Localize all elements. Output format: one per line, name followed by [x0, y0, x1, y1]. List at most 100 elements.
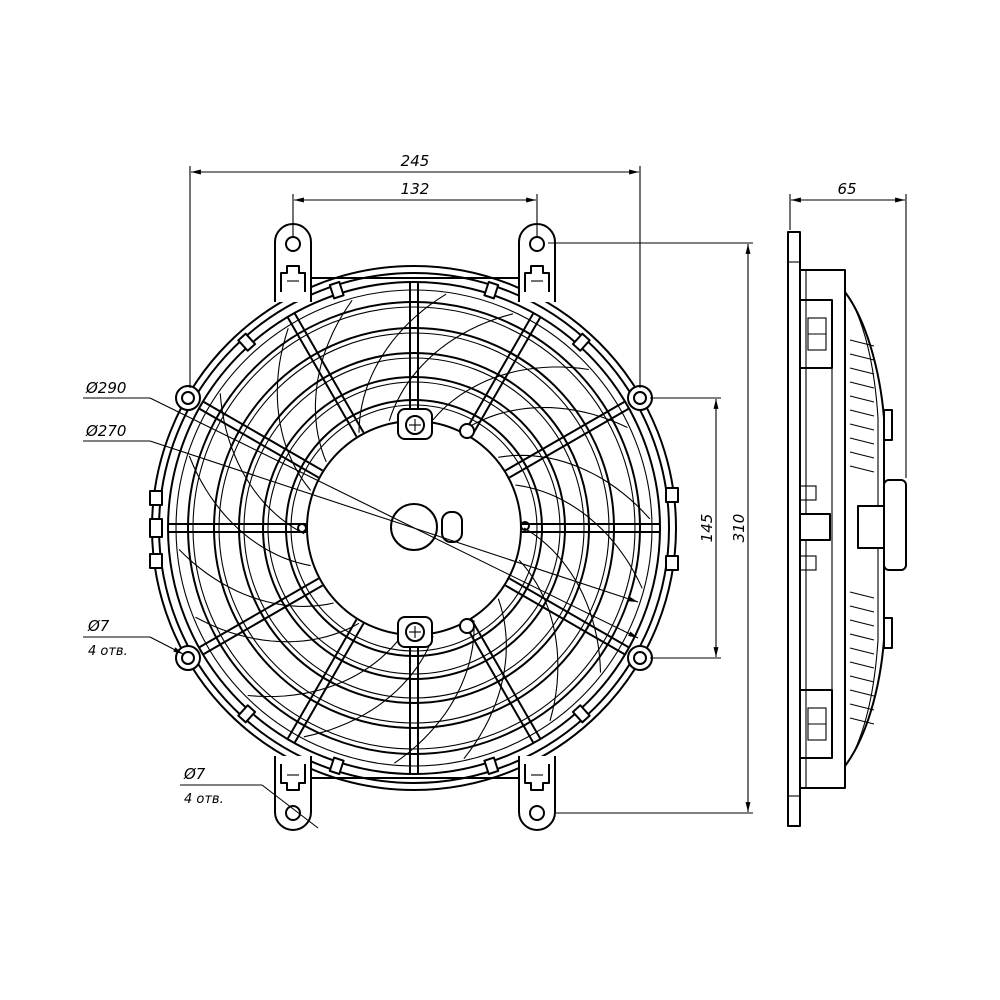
leader-line [149, 440, 639, 603]
hatch-line [849, 451, 875, 459]
motor-hub-profile [857, 505, 885, 549]
lug [175, 385, 201, 411]
dimension-side-hole-spacing: 145 [650, 397, 721, 659]
side-clip [665, 555, 679, 571]
mounting-plate [787, 231, 801, 827]
blade-edge [515, 484, 643, 589]
inner-diameter-label: Ø270 [85, 422, 126, 440]
rim-clip [237, 332, 257, 352]
leader-inner-diameter: Ø270 [83, 422, 639, 603]
lug [627, 645, 653, 671]
rim-clip [483, 280, 500, 300]
hatch-line [849, 437, 875, 445]
grille-spoke [198, 407, 320, 479]
lug [627, 385, 653, 411]
lug [175, 645, 201, 671]
grille-ring [213, 327, 615, 729]
grille-spoke [463, 312, 535, 434]
hatch-line [849, 689, 875, 697]
blade-edge [518, 559, 559, 721]
grille-spoke [470, 316, 542, 438]
front-view: 245 132 310 145 Ø290 [83, 152, 753, 831]
hatch-line [849, 395, 875, 403]
perimeter-clips [237, 280, 591, 776]
hub-boss [459, 618, 475, 634]
grille-spoke [202, 400, 324, 472]
side-bracket [799, 485, 817, 501]
hatch-line [849, 703, 875, 711]
grille-rings [187, 301, 641, 755]
blade-edge [247, 636, 402, 698]
motor-shaft-circle [390, 503, 438, 551]
rim-clip [237, 704, 257, 724]
hatch-line [849, 465, 875, 473]
grille-spoke [504, 584, 626, 656]
bottom-left-mounting-tab [274, 756, 312, 831]
side-clip [665, 487, 679, 503]
motor-bump [883, 409, 893, 441]
blade-edge [388, 313, 514, 421]
grille-spoke [504, 400, 626, 472]
grille-ring [285, 399, 543, 657]
lug-hole [633, 391, 647, 405]
blade-hatching [849, 339, 875, 725]
lug-hole [181, 651, 195, 665]
hatch-line [849, 647, 875, 655]
dimension-overall-width: 245 [189, 152, 641, 388]
rim-clip [571, 704, 591, 724]
leader-line [149, 397, 639, 639]
grille-ring [243, 357, 585, 699]
dimension-label: 65 [837, 180, 856, 198]
grille-spoke [463, 622, 535, 744]
blade-edge [498, 454, 651, 520]
blade-edge [523, 527, 602, 673]
blade-edge [195, 616, 360, 643]
side-bracket [799, 555, 817, 571]
rim-clip [571, 332, 591, 352]
blade-edge [463, 406, 628, 431]
tab-hole-count-label: 4 отв. [184, 792, 224, 807]
hatch-line [849, 423, 875, 431]
leader-tab-holes: Ø7 4 отв. [180, 765, 319, 829]
grille-spoke [293, 312, 365, 434]
shroud-rim [175, 289, 653, 767]
grille-spoke [286, 316, 358, 438]
grille-spoke [286, 618, 358, 740]
leader-side-holes: Ø7 4 отв. [83, 617, 184, 659]
grille-spoke [202, 584, 324, 656]
motor-housing [883, 479, 907, 571]
outer-diameter-label: Ø290 [85, 379, 126, 397]
leader-line [261, 784, 319, 829]
dimension-label: 132 [401, 180, 430, 198]
grille-spoke [508, 577, 630, 649]
top-right-mounting-tab [518, 223, 556, 302]
grille-spoke [293, 622, 365, 744]
blade-edge [314, 299, 353, 463]
top-screw-icon [405, 415, 425, 435]
bottom-right-mounting-tab [518, 756, 556, 831]
side-hole-count-label: 4 отв. [88, 644, 128, 659]
mounting-hole [285, 236, 301, 252]
dimension-tab-spacing: 132 [292, 180, 538, 236]
grille-spoke [508, 407, 630, 479]
side-clip-top [800, 299, 833, 369]
hatch-line [849, 381, 875, 389]
hatch-line [849, 409, 875, 417]
dimension-label: 310 [730, 514, 748, 543]
leader-line [149, 636, 184, 655]
center-stud [799, 513, 831, 541]
dimension-label: 245 [401, 152, 430, 170]
side-view: 65 [787, 180, 907, 827]
blade-edge [393, 620, 475, 764]
grille-spoke [198, 577, 320, 649]
hub-pin [520, 521, 530, 531]
blade-edge [178, 549, 334, 607]
lug-hole [633, 651, 647, 665]
grille-ring [192, 306, 636, 750]
dimension-height: 310 [548, 242, 753, 814]
dimension-label: 145 [698, 514, 716, 543]
rim-clip [483, 756, 500, 776]
shroud-inner-ring [167, 281, 661, 775]
hub-slot [441, 511, 463, 543]
